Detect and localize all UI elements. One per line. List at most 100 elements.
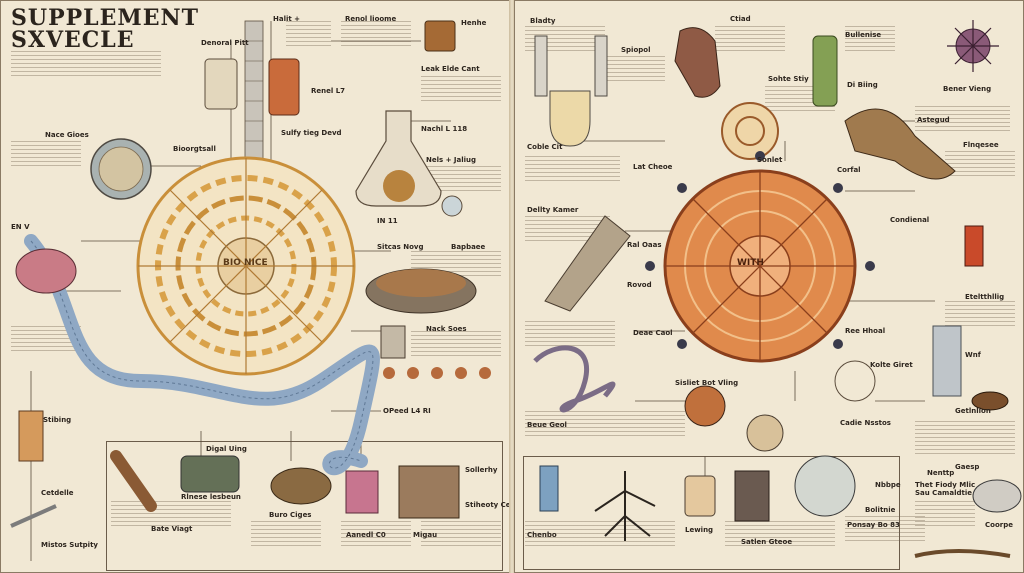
root-diagram [594, 471, 656, 541]
petri-dish-icon [746, 414, 784, 452]
virus-icon [947, 20, 999, 72]
label: Ctiad [730, 15, 751, 23]
capsule-icon [674, 27, 721, 98]
page-title: SUPPLEMENT SXVECLE [11, 5, 199, 53]
connector-lines [575, 120, 935, 501]
text-block [845, 26, 895, 52]
label: Cadie Nsstos [840, 419, 891, 427]
pouch [398, 465, 460, 519]
intestine-icon [24, 234, 380, 476]
label: Bladty [530, 17, 556, 25]
text-block [251, 521, 321, 547]
label: Ree Hhoal [845, 327, 886, 335]
text-block [11, 141, 81, 167]
label: Wnf [965, 351, 981, 359]
label: Deae Caol [633, 329, 673, 337]
label: Digal Uing [206, 445, 247, 453]
label: Condienal [890, 216, 930, 224]
label: Renel L7 [311, 87, 346, 95]
label: Renol lioome [345, 15, 397, 23]
label: Chenbo [527, 531, 557, 539]
label: Di Biing [847, 81, 878, 89]
seeds-bowl-icon [270, 467, 332, 505]
text-block [525, 321, 615, 347]
root-stick-icon [914, 549, 1011, 558]
right-wheel [645, 151, 875, 363]
text-block [605, 56, 665, 82]
label: Gaesp [955, 463, 980, 471]
label: Denoral Pitt [201, 39, 249, 47]
label: IN 11 [377, 217, 398, 225]
label: Flnqesee [963, 141, 999, 149]
label: Nels + Jaliug [426, 156, 477, 164]
bread-bowl-icon [684, 385, 726, 427]
bag-icon [734, 470, 770, 522]
label: Sonlet [757, 156, 783, 164]
label: Rlnese lesbeun [181, 493, 241, 501]
label: Bolitnie [865, 506, 896, 514]
bottom-panel [523, 456, 900, 570]
label: Bullenise [845, 31, 882, 39]
right-diagram [533, 20, 1022, 558]
label: Henhe [461, 19, 487, 27]
label: Migau [413, 531, 438, 539]
seed-icon [971, 391, 1009, 411]
text-block [421, 521, 501, 547]
tool-icon [10, 504, 57, 528]
pill-bottle-icon [534, 35, 608, 147]
text-block [341, 21, 411, 47]
pill-bottle-icon [964, 225, 984, 267]
text-block [341, 521, 411, 547]
label: Bapbaee [451, 243, 486, 251]
text-block [915, 106, 1010, 132]
label: Bate Viagt [151, 525, 193, 533]
label: EN V [11, 223, 30, 231]
seeds-bowl-icon [794, 455, 856, 517]
ring-icon [834, 360, 876, 402]
text-block [411, 331, 501, 357]
pestle-icon [544, 215, 631, 312]
mushroom-icon [844, 108, 956, 180]
label: Coble Cit [527, 143, 563, 151]
label: Rovod [627, 281, 652, 289]
text-block [111, 501, 231, 527]
text-block [525, 156, 620, 182]
label: Coorpe [985, 521, 1013, 529]
text-block [525, 521, 675, 547]
label: Nbbpe [875, 481, 901, 489]
label: Nachl L 118 [421, 125, 468, 133]
label: Thet Fiody Mlic Sau Camaldtie [915, 481, 976, 497]
label: Aanedl C0 [346, 531, 386, 539]
wheel-center-label: WITH [737, 258, 764, 268]
text-block [945, 301, 1015, 327]
tooth-icon [972, 479, 1022, 513]
label: Lat Cheoe [633, 163, 673, 171]
pestle-icon [110, 450, 157, 512]
food-row [380, 325, 491, 379]
text-block [945, 151, 1015, 177]
label: Nack Soes [426, 325, 467, 333]
bottom-panel [106, 441, 503, 571]
label: Mistos Sutpity [41, 541, 98, 549]
label: Sitcas Novg [377, 243, 424, 251]
bread-bowl-icon [365, 268, 477, 314]
label: Nace Gioes [45, 131, 89, 139]
label: Buro Ciges [269, 511, 312, 519]
small-wheel-icon [721, 102, 779, 160]
label: Sollerhy [465, 466, 498, 474]
capsule-jar-icon [932, 325, 962, 397]
right-page: Bladty Spiopol Ctiad Bullenise Sohte Sti… [514, 0, 1024, 573]
left-page: SUPPLEMENT SXVECLE [0, 0, 510, 573]
label: Spiopol [621, 46, 651, 54]
book-spine [509, 0, 515, 573]
label: Halit + [273, 15, 301, 23]
label: Satlen Gteoe [741, 538, 793, 546]
label: Stibing [43, 416, 72, 424]
flask-icon [355, 110, 463, 217]
label: Bioorgtsall [173, 145, 216, 153]
capsule-jar-icon [204, 20, 456, 116]
label: Leak Elde Cant [421, 65, 480, 73]
label: Nenttp [927, 469, 955, 477]
label: Cetdelle [41, 489, 74, 497]
label: Sisliet Bot Vling [675, 379, 739, 387]
